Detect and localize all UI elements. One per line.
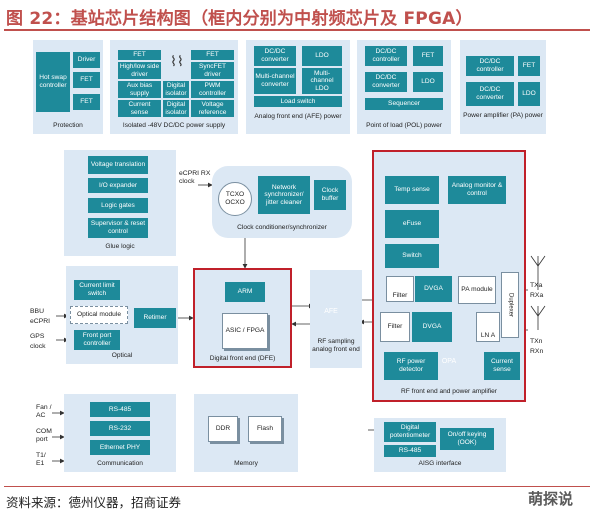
fet-b: FET: [191, 50, 234, 60]
asic-fpga: ASIC / FPGA: [222, 313, 268, 349]
afe-panel: [310, 270, 362, 368]
pa-ldo: LDO: [518, 82, 540, 106]
com-port-label: COM port: [36, 428, 52, 443]
io-expander: I/O expander: [88, 178, 148, 193]
syncfet-driver: SyncFET driver: [191, 62, 234, 79]
rs485-aisg: RS-485: [384, 445, 436, 457]
clock-buffer: Clock buffer: [314, 180, 346, 210]
fet-box-1: FET: [73, 72, 100, 88]
rxa-label: RXa: [530, 292, 544, 299]
optical-module: Optical module: [70, 306, 128, 324]
ecpri-rx-clock: eCPRI RX clock: [179, 170, 211, 185]
memory-label: Memory: [234, 460, 258, 467]
driver-box: Driver: [73, 52, 100, 68]
voltage-translation: Voltage translation: [88, 156, 148, 174]
aux-bias: Aux bias supply: [118, 81, 161, 98]
voltage-reference: Voltage reference: [191, 100, 234, 117]
rs485-comm: RS-485: [90, 402, 150, 417]
efuse: eFuse: [385, 210, 439, 238]
duplexer: Duplexer: [501, 272, 519, 338]
gps-clock-label: clock: [30, 343, 46, 350]
protection-label: Protection: [53, 122, 83, 129]
temp-sense: Temp sense: [385, 176, 439, 204]
afe-ldo: LDO: [302, 46, 342, 66]
supervisor-reset: Supervisor & reset control: [88, 218, 148, 238]
ook: On/off keying (OOK): [440, 428, 494, 450]
aisg-label: AISG interface: [418, 460, 462, 467]
afe-dcdc: DC/DC converter: [254, 46, 296, 66]
rf-frontend-label: RF front end and power amplifier: [400, 388, 498, 395]
analog-monitor-control: Analog monitor & control: [448, 176, 506, 204]
dfe-label: Digital front end (DFE): [209, 355, 276, 362]
pol-dcdc-controller: DC/DC controller: [365, 46, 407, 66]
digital-isolator-2: Digital isolator: [163, 100, 189, 117]
transformer-icon: ⌇⌇: [170, 53, 184, 69]
title-divider: [4, 29, 590, 31]
front-port-controller: Front port controller: [74, 330, 120, 350]
flash: Flash: [248, 416, 282, 442]
gps-label: GPS: [30, 333, 45, 340]
fet-a: FET: [118, 50, 161, 60]
rf-power-detector: RF power detector: [384, 352, 438, 380]
pa-fet: FET: [518, 56, 540, 76]
clock-label: Clock conditioner/synchronizer: [237, 224, 327, 231]
pol-fet: FET: [413, 46, 443, 66]
page-title: 图 22：基站芯片结构图（框内分别为中射频芯片及 FPGA）: [6, 9, 473, 29]
retimer: Retimer: [134, 308, 176, 328]
pa-module: PA module: [458, 276, 496, 304]
afe-power-label: Analog front end (AFE) power: [254, 113, 342, 120]
digital-isolator-1: Digital isolator: [163, 81, 189, 98]
hs-driver: High/low side driver: [118, 62, 161, 79]
dvga-tx: DVGA: [415, 276, 452, 302]
afe-multi-ldo: Multi-channel LDO: [302, 68, 342, 94]
network-synchronizer: Network synchronizer/ jitter cleaner: [258, 176, 310, 214]
rs232-comm: RS-232: [90, 421, 150, 436]
tcxo-ocxo: TCXO OCXO: [218, 182, 252, 216]
pa-dcdc-converter: DC/DC converter: [466, 82, 514, 106]
pol-sequencer: Sequencer: [365, 98, 443, 110]
switch: Switch: [385, 244, 439, 268]
watermark: 萌探说: [528, 490, 574, 508]
opa-label: OPA: [441, 358, 457, 365]
fan-ac-label: Fan / AC: [36, 404, 52, 419]
txa-label: TXa: [530, 282, 543, 289]
optical-label: Optical: [111, 352, 133, 359]
dvga-rx: DVGA: [412, 312, 452, 342]
pwm-controller: PWM controller: [191, 81, 234, 98]
rf-current-sense: Current sense: [484, 352, 520, 380]
rxn-label: RXn: [530, 348, 544, 355]
current-sense-iso: Current sense: [118, 100, 161, 117]
communication-label: Communication: [97, 460, 143, 467]
ddr: DDR: [208, 416, 238, 442]
current-limit-switch: Current limit switch: [74, 280, 120, 300]
isolated-label: Isolated -48V DC/DC power supply: [122, 122, 226, 129]
pol-ldo: LDO: [413, 72, 443, 92]
digital-potentiometer: Digital potentiometer: [384, 422, 436, 442]
source-note: 资料来源：德州仪器，招商证券: [6, 495, 182, 510]
filter-rx: Filter: [380, 312, 410, 342]
hotswap-controller: Hot swap controller: [36, 52, 70, 112]
logic-gates: Logic gates: [88, 198, 148, 213]
pol-label: Point of load (POL) power: [366, 122, 442, 129]
ecpri-label: eCPRI: [30, 318, 51, 325]
txn-label: TXn: [530, 338, 543, 345]
pol-dcdc-converter: DC/DC converter: [365, 72, 407, 92]
pa-dcdc-controller: DC/DC controller: [466, 56, 514, 76]
ethernet-phy: Ethernet PHY: [90, 440, 150, 455]
glue-label: Glue logic: [105, 243, 135, 250]
afe-chip-label: AFE: [324, 308, 338, 315]
fet-box-2: FET: [73, 94, 100, 110]
lna: LN A: [476, 312, 500, 342]
afe-load-switch: Load switch: [254, 96, 342, 107]
footer-divider: [4, 486, 590, 487]
filter-tx: Filter: [386, 276, 414, 302]
bbu-label: BBU: [30, 308, 44, 315]
arm-core: ARM: [225, 282, 265, 302]
afe-multi-converter: Multi-channel converter: [254, 68, 296, 94]
t1-e1-label: T1/ E1: [36, 452, 46, 467]
afe-caption: RF sampling analog front end: [312, 338, 360, 353]
pa-power-label: Power amplifier (PA) power: [463, 112, 543, 119]
